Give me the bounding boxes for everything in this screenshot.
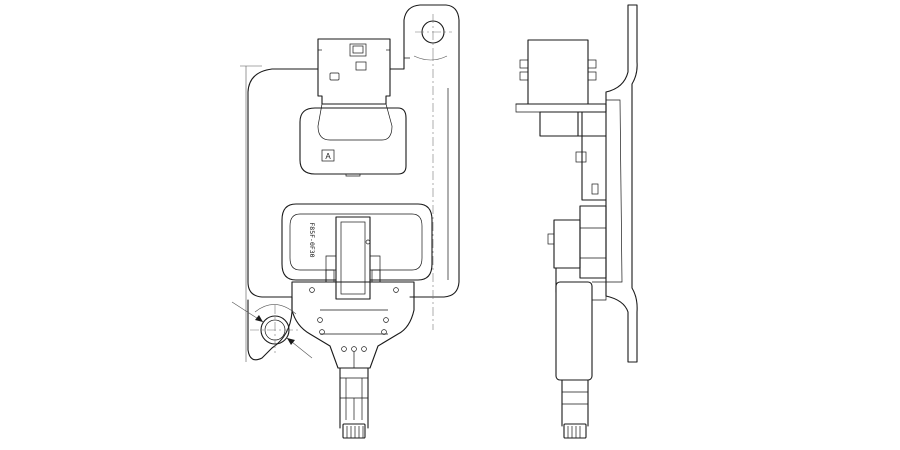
mounting-plate-outline	[247, 4, 460, 298]
side-body	[577, 111, 607, 201]
connector-latch	[335, 216, 371, 300]
lower-connector: F85F-0F30	[281, 203, 433, 300]
plate-inner-edge	[404, 57, 449, 280]
top-connector	[317, 38, 391, 105]
side-plate	[605, 4, 638, 363]
bracket-plate	[291, 281, 415, 369]
side-view	[515, 4, 638, 439]
cable	[339, 367, 369, 439]
side-cable	[561, 379, 589, 439]
part-text: F85F-0F30	[308, 222, 316, 257]
side-lower-connector	[547, 183, 607, 279]
side-latch	[555, 267, 607, 381]
side-plate-inner	[606, 99, 623, 283]
side-top-connector	[515, 39, 607, 163]
connector-label: A	[325, 152, 331, 161]
sensor-body-a: A	[299, 103, 407, 177]
top-mounting-ear	[413, 14, 452, 330]
bottom-mounting-ear	[231, 296, 313, 361]
front-view: A F85F-0F30	[231, 4, 460, 439]
side-latch-body	[555, 281, 593, 381]
